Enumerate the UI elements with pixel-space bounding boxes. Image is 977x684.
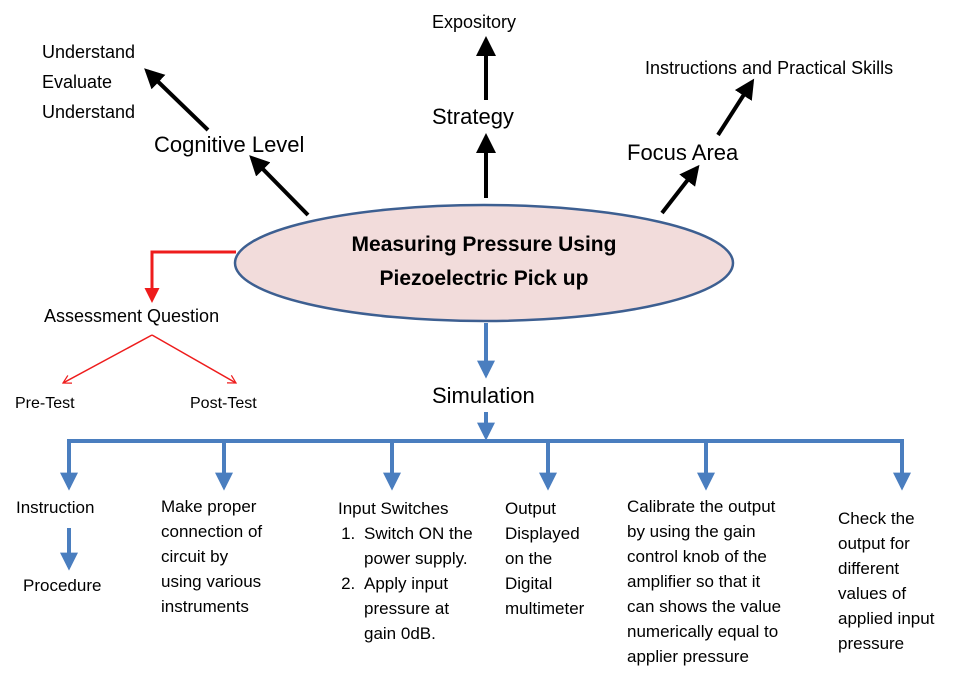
output-text: Output Displayed on the Digital multimet… <box>505 496 584 621</box>
arrow-to-practical-skills <box>716 78 755 137</box>
cognitive-item: Understand <box>42 42 136 62</box>
text-line: amplifier so that it <box>627 572 761 591</box>
instruction-label: Instruction <box>16 498 95 517</box>
arrow-to-cognitive-items <box>144 68 210 132</box>
input-switches-block: Input Switches Switch ON the power suppl… <box>338 496 473 646</box>
text-line: Digital <box>505 574 553 593</box>
text-line: gain 0dB. <box>364 624 436 643</box>
cognitive-item: Understand <box>42 102 136 122</box>
arrow-to-post-test <box>151 334 238 384</box>
text-line: can shows the value <box>627 597 782 616</box>
text-line: different <box>838 559 900 578</box>
pre-test-label: Pre-Test <box>15 395 75 412</box>
text-line: connection of <box>161 522 263 541</box>
input-step: Apply input pressure at gain 0dB. <box>360 571 473 646</box>
connection-text: Make proper connection of circuit by usi… <box>161 494 262 619</box>
cognitive-item: Evaluate <box>42 72 113 92</box>
strategy-label: Strategy <box>432 104 514 129</box>
simulation-label: Simulation <box>432 383 535 408</box>
input-steps-list: Switch ON the power supply. Apply input … <box>338 521 473 646</box>
text-line: multimeter <box>505 599 585 618</box>
center-topic-ellipse <box>233 203 735 323</box>
strategy-value: Expository <box>432 12 517 32</box>
center-topic-title: Measuring Pressure Using Piezoelectric P… <box>236 228 732 296</box>
text-line: instruments <box>161 597 249 616</box>
cognitive-items: Understand Evaluate Understand <box>42 37 135 127</box>
text-line: Apply input <box>364 574 449 593</box>
text-line: Make proper <box>161 497 257 516</box>
focus-area-value: Instructions and Practical Skills <box>645 58 894 78</box>
calibrate-text: Calibrate the output by using the gain c… <box>627 494 781 669</box>
text-line: applier pressure <box>627 647 749 666</box>
arrow-to-cognitive-level <box>249 155 310 217</box>
text-line: on the <box>505 549 553 568</box>
input-step: Switch ON the power supply. <box>360 521 473 571</box>
procedure-label: Procedure <box>23 576 102 595</box>
focus-area-label: Focus Area <box>627 140 739 165</box>
text-line: Calibrate the output <box>627 497 776 516</box>
center-title-line-1: Measuring Pressure Using <box>351 233 617 256</box>
text-line: by using the gain <box>627 522 756 541</box>
text-line: values of <box>838 584 907 603</box>
text-line: power supply. <box>364 549 468 568</box>
input-switches-title: Input Switches <box>338 499 449 518</box>
text-line: Displayed <box>505 524 580 543</box>
post-test-label: Post-Test <box>190 395 257 412</box>
text-line: Switch ON the <box>364 524 473 543</box>
text-line: output for <box>838 534 910 553</box>
center-title-line-2: Piezoelectric Pick up <box>379 267 589 290</box>
text-line: applied input <box>838 609 935 628</box>
text-line: pressure at <box>364 599 450 618</box>
text-line: numerically equal to <box>627 622 779 641</box>
check-text: Check the output for different values of… <box>838 506 934 656</box>
text-line: control knob of the <box>627 547 767 566</box>
arrow-to-assessment <box>144 250 236 303</box>
text-line: Output <box>505 499 557 518</box>
cognitive-level-label: Cognitive Level <box>154 132 305 157</box>
text-line: circuit by <box>161 547 229 566</box>
arrow-to-pre-test <box>61 334 153 384</box>
arrow-to-focus-area <box>660 164 700 215</box>
text-line: using various <box>161 572 262 591</box>
assessment-question-label: Assessment Question <box>44 306 220 326</box>
text-line: Check the <box>838 509 915 528</box>
text-line: pressure <box>838 634 905 653</box>
